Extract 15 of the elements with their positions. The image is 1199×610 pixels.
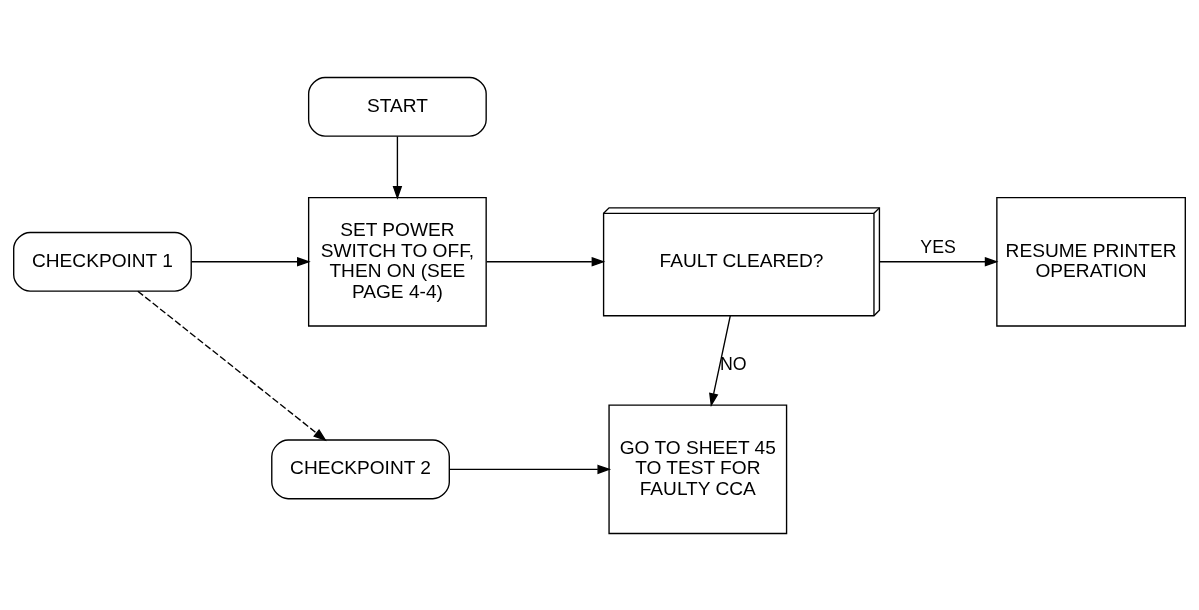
arrow — [137, 290, 327, 441]
node-box: CHECKPOINT 1 — [13, 231, 192, 292]
arrow — [191, 256, 311, 267]
node-box: START — [307, 76, 487, 137]
arrow — [879, 256, 999, 267]
node-box: RESUME PRINTER OPERATION — [996, 196, 1186, 327]
node-box: CHECKPOINT 2 — [271, 438, 450, 499]
edge-label: NO — [720, 353, 747, 374]
node-box: GO TO SHEET 45 TO TEST FOR FAULTY CCA — [608, 404, 788, 534]
arrow — [486, 256, 606, 267]
edge-label: YES — [920, 236, 956, 257]
arrow — [392, 135, 403, 200]
node-box: SET POWER SWITCH TO OFF, THEN ON (SEE PAGE 4-4) — [307, 196, 487, 327]
arrow — [448, 464, 612, 474]
arrow — [709, 314, 731, 407]
